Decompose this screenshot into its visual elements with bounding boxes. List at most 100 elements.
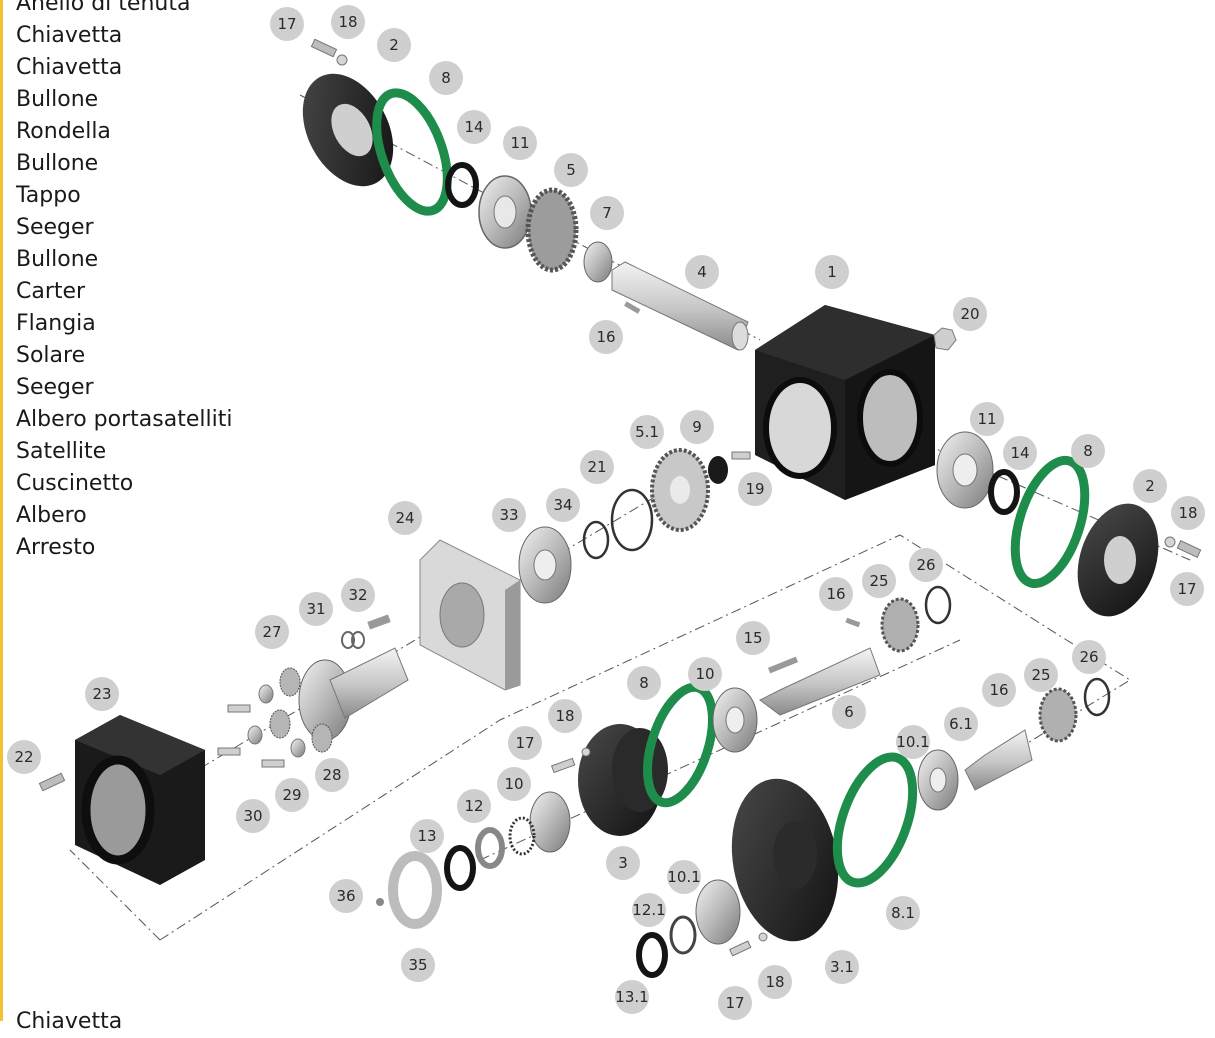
callout-badge: 22 (7, 740, 41, 774)
callout-badge: 8 (429, 61, 463, 95)
callout-badge: 30 (236, 799, 270, 833)
callout-label: 18 (1178, 504, 1197, 522)
bolt-22 (38, 772, 66, 792)
callout-badge: 25 (862, 564, 896, 598)
gear-25-b (1038, 687, 1078, 743)
parts-list-item: Solare (16, 343, 86, 368)
callout-label: 3.1 (830, 958, 854, 976)
parts-list-item: Satellite (16, 439, 107, 464)
callout-label: 2 (389, 36, 399, 54)
parts-list-item: Tappo (16, 183, 81, 208)
callout-label: 19 (745, 480, 764, 498)
callout-label: 7 (602, 204, 612, 222)
callout-label: 12 (464, 797, 483, 815)
parts-list-item: Bullone (16, 151, 99, 176)
callout-label: 13 (417, 827, 436, 845)
gasket-8-1 (832, 752, 918, 888)
parts-list-item: Flangia (16, 311, 96, 336)
oil-seal-13 (444, 845, 476, 891)
callout-badge: 16 (982, 673, 1016, 707)
callout-label: 20 (960, 305, 979, 323)
callout-label: 11 (510, 134, 529, 152)
callout-badge: 2 (377, 28, 411, 62)
callout-label: 16 (596, 328, 615, 346)
callout-badge: 12 (457, 789, 491, 823)
callout-badge: 26 (909, 548, 943, 582)
callout-badge: 16 (819, 577, 853, 611)
callout-badge: 10.1 (896, 725, 930, 759)
key-16 (624, 301, 641, 314)
callout-label: 33 (499, 506, 518, 524)
callout-label: 2 (1145, 477, 1155, 495)
callout-badge: 14 (457, 110, 491, 144)
callout-label: 32 (348, 586, 367, 604)
callout-badge: 11 (970, 402, 1004, 436)
circlip-26-b (1083, 677, 1111, 717)
shaft-6 (759, 647, 881, 716)
parts-list-item: Bullone (16, 87, 99, 112)
callout-badge: 17 (718, 986, 752, 1020)
callout-badge: 2 (1133, 469, 1167, 503)
parts-list-item: Chiavetta (16, 55, 123, 80)
callout-label: 4 (697, 263, 707, 281)
shaft-6-1 (964, 729, 1033, 791)
callout-badge: 34 (546, 488, 580, 522)
callout-label: 18 (765, 973, 784, 991)
callout-badge: 18 (331, 5, 365, 39)
key-15 (767, 656, 799, 674)
callout-badge: 17 (1170, 572, 1204, 606)
callout-label: 8 (441, 69, 451, 87)
callout-label: 6 (844, 703, 854, 721)
callout-label: 17 (725, 994, 744, 1012)
callout-badge: 13 (410, 819, 444, 853)
circlip-34 (582, 520, 610, 560)
callout-badge: 6 (832, 695, 866, 729)
callout-badge: 11 (503, 126, 537, 160)
parts-list-item: Albero (16, 503, 87, 528)
callout-label: 25 (869, 572, 888, 590)
callout-badge: 17 (508, 726, 542, 760)
parts-list-item: Rondella (16, 119, 111, 144)
callout-badge: 15 (736, 621, 770, 655)
flange-plate (419, 539, 521, 691)
seal-cover-top (302, 73, 394, 187)
planet-carrier (298, 647, 409, 741)
callout-badge: 28 (315, 758, 349, 792)
key-32 (367, 614, 391, 630)
callout-badge: 35 (401, 948, 435, 982)
callout-badge: 18 (548, 699, 582, 733)
callout-label: 29 (282, 786, 301, 804)
callout-badge: 10 (497, 767, 531, 801)
callout-badge: 5 (554, 153, 588, 187)
parts-list-item: Seeger (16, 375, 94, 400)
parts-list-item: Carter (16, 279, 86, 304)
yellow-edge-line (0, 0, 3, 1021)
callout-label: 9 (692, 418, 702, 436)
callout-badge: 8 (627, 666, 661, 700)
parts-list-item: Seeger (16, 215, 94, 240)
output-flange-3-1 (731, 778, 839, 942)
callout-label: 10.1 (667, 868, 700, 886)
callout-label: 18 (338, 13, 357, 31)
parts-list-item: Cuscinetto (16, 471, 134, 496)
callout-label: 15 (743, 629, 762, 647)
callout-badge: 31 (299, 592, 333, 626)
callout-badge: 33 (492, 498, 526, 532)
gearbox-housing (755, 305, 935, 500)
callout-badge: 29 (275, 778, 309, 812)
callout-badge: 19 (738, 472, 772, 506)
callout-label: 1 (827, 263, 837, 281)
gasket-top (372, 88, 452, 216)
callout-label: 30 (243, 807, 262, 825)
callout-badge: 24 (388, 501, 422, 535)
callout-label: 23 (92, 685, 111, 703)
parts-list-item: Bullone (16, 247, 99, 272)
callout-label: 14 (1010, 444, 1029, 462)
parts-list-item: Anello di tenuta (16, 0, 191, 16)
callout-label: 28 (322, 766, 341, 784)
circlip-26 (924, 585, 952, 625)
callout-label: 25 (1031, 666, 1050, 684)
callout-badge: 16 (589, 320, 623, 354)
callout-badge: 5.1 (630, 415, 664, 449)
